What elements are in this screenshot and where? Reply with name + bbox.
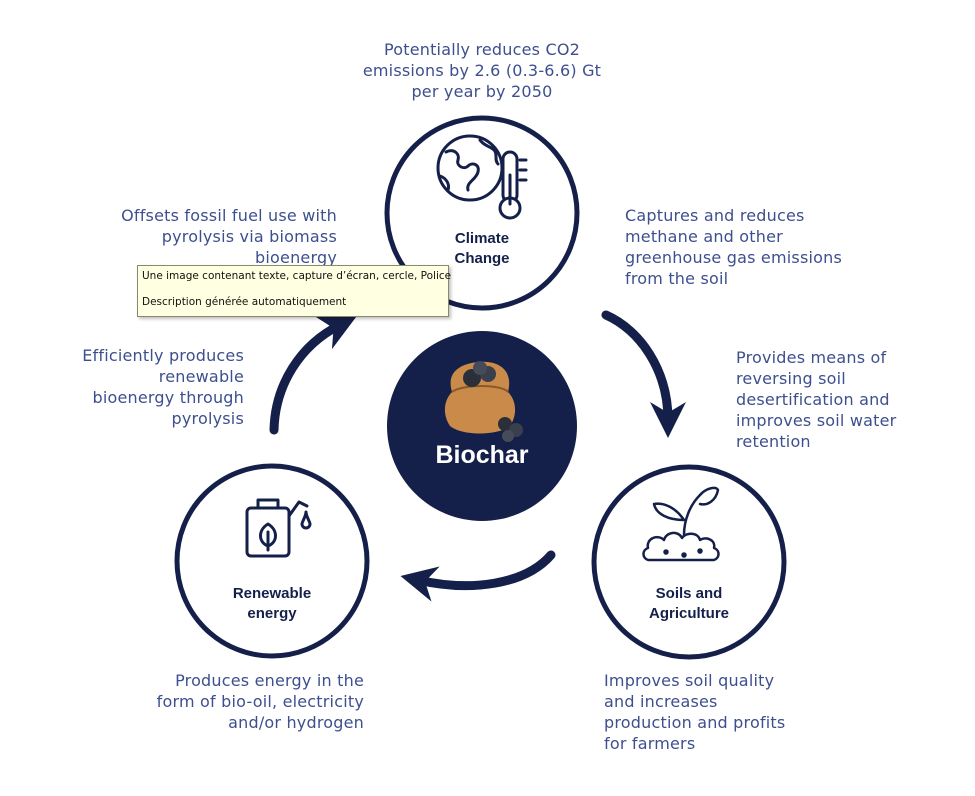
coal-sack-icon	[444, 361, 523, 442]
tooltip-line-1: Une image contenant texte, capture d’écr…	[142, 270, 452, 282]
fuel-can-leaf-icon	[245, 498, 312, 558]
caption-bottom-right: Improves soil quality and increases prod…	[604, 671, 786, 753]
arrow-soils-to-energy	[400, 550, 556, 602]
climate-node-circle	[384, 115, 580, 311]
tooltip-line-2: Description générée automatiquement	[142, 296, 347, 308]
caption-mid-left: Efficiently produces renewable bioenergy…	[82, 346, 244, 428]
globe-thermometer-icon	[436, 134, 528, 220]
image-description-tooltip: Une image contenant texte, capture d’écr…	[137, 265, 452, 317]
caption-top: Potentially reduces CO2 emissions by 2.6…	[362, 40, 602, 101]
caption-upper-left: Offsets fossil fuel use with pyrolysis v…	[121, 206, 337, 267]
arrow-climate-to-soils	[601, 310, 686, 438]
arrow-energy-to-climate	[269, 316, 357, 435]
soils-node-circle	[591, 464, 787, 660]
biochar-label: Biochar	[435, 441, 529, 469]
climate-change-label: Climate Change	[454, 230, 510, 267]
energy-node-circle	[174, 463, 370, 659]
renewable-energy-label: Renewable energy	[232, 585, 312, 622]
soils-agriculture-label: Soils and Agriculture	[648, 585, 729, 622]
caption-mid-right: Provides means of reversing soil deserti…	[736, 348, 897, 451]
sprout-soil-icon	[642, 486, 720, 562]
caption-bottom-left: Produces energy in the form of bio-oil, …	[156, 671, 364, 732]
caption-upper-right: Captures and reduces methane and other g…	[625, 206, 842, 288]
